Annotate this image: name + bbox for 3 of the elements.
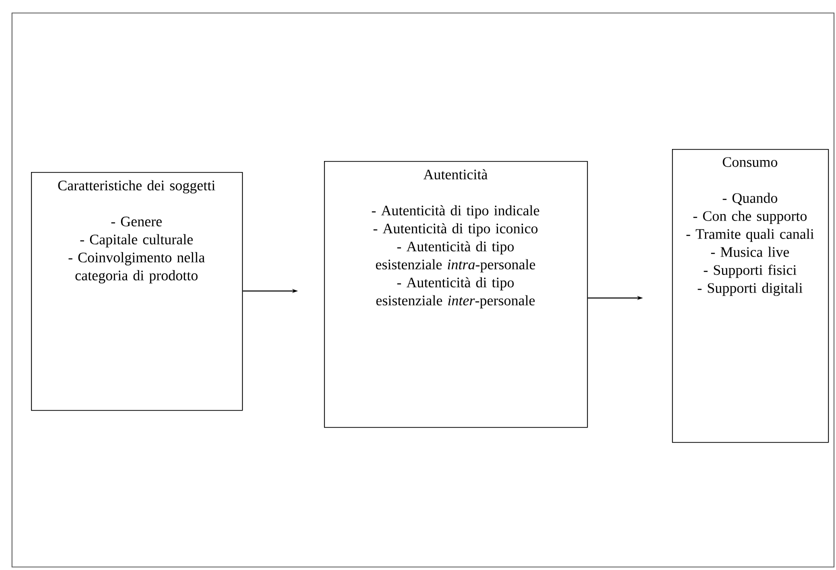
text-box: Autenticità - Autenticità di tipo indicale - Autenticità di tipo iconico - Autenticità di tipo esistenziale intra-personale - Autenticità di tipo esistenziale inter-personale bbox=[324, 161, 588, 428]
text-box: Caratteristiche dei soggetti - Genere - Capitale culturale - Coinvolgimento nella categoria di prodotto bbox=[31, 172, 243, 411]
text-box: Consumo - Quando - Con che supporto - Tramite quali canali - Musica live - Supporti fisici - Supporti digitali bbox=[672, 149, 829, 443]
